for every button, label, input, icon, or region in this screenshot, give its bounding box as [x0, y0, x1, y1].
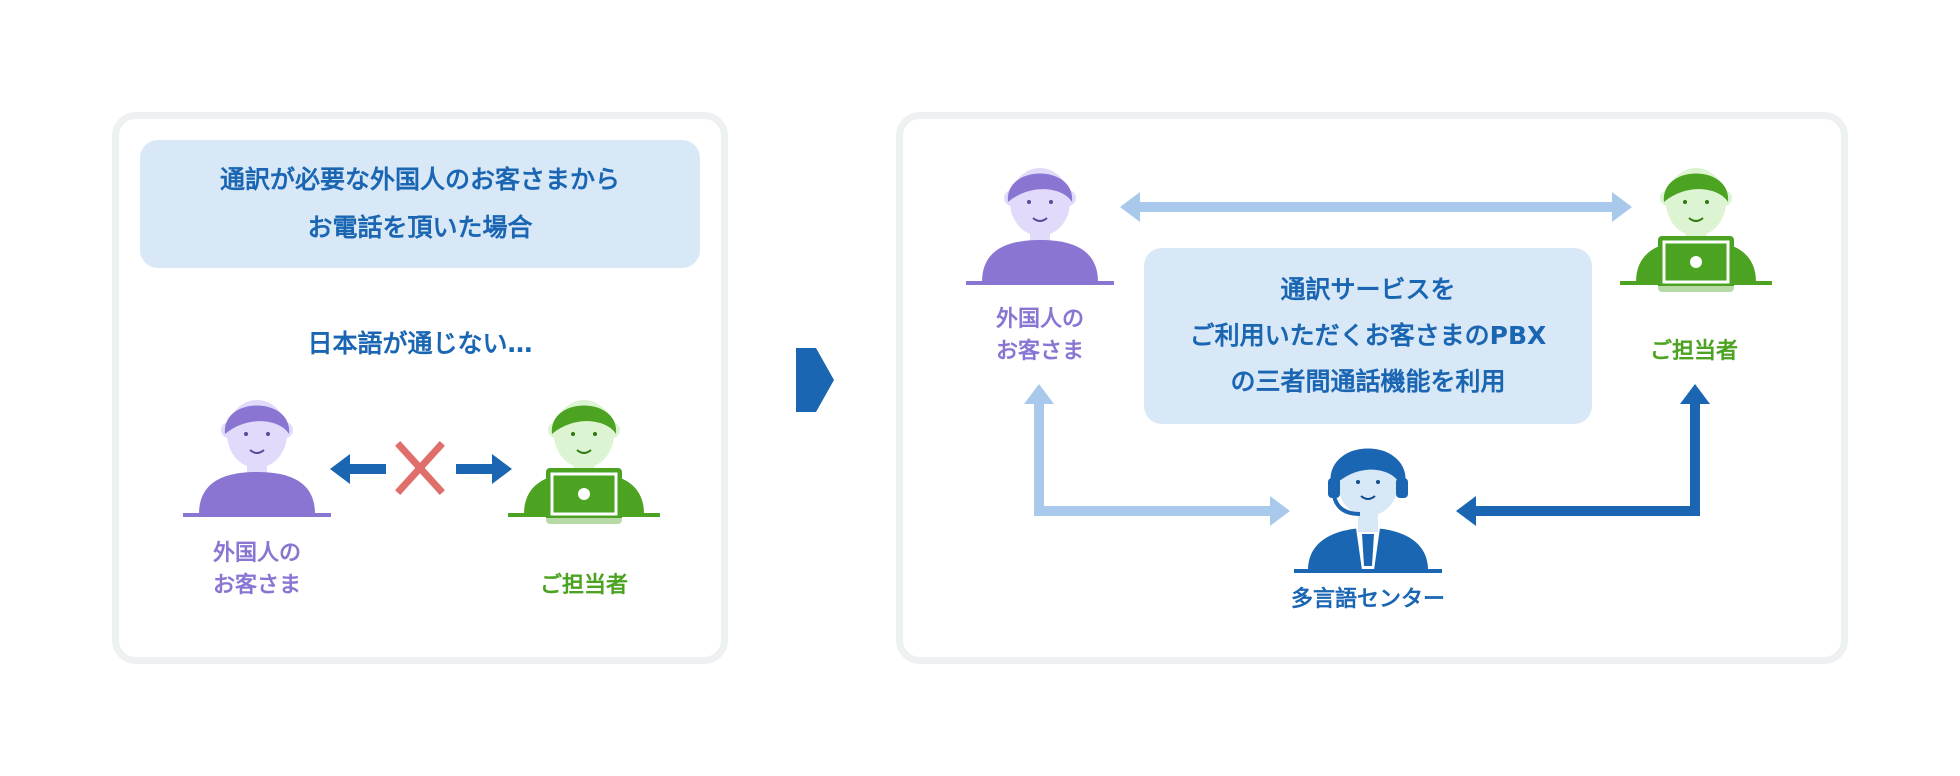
after-staff-label: ご担当者	[1649, 339, 1739, 364]
problem-text: 日本語が通じない…	[307, 329, 533, 358]
after-callout: 通訳サービスを ご利用いただくお客さまのPBX の三者間通話機能を利用	[1144, 248, 1592, 424]
after-customer-label-line2: お客さま	[995, 339, 1085, 364]
before-callout-line1: 通訳が必要な外国人のお客さまから	[219, 165, 620, 194]
center-label: 多言語センター	[1290, 587, 1446, 612]
before-customer-label-line2: お客さま	[212, 573, 302, 598]
after-customer-label: 外国人の お客さま	[996, 304, 1084, 368]
before-callout-line2: お電話を頂いた場合	[307, 213, 533, 242]
after-callout-line1: 通訳サービスを	[1280, 275, 1456, 304]
before-staff-label: ご担当者	[539, 573, 629, 598]
after-callout-line3: の三者間通話機能を利用	[1230, 367, 1506, 396]
before-callout: 通訳が必要な外国人のお客さまから お電話を頂いた場合	[140, 140, 700, 268]
after-callout-line2: ご利用いただくお客さまのPBX	[1189, 321, 1547, 350]
after-customer-label-line1: 外国人の	[995, 307, 1085, 332]
before-customer-label-line1: 外国人の	[212, 541, 302, 566]
before-customer-label: 外国人の お客さま	[213, 538, 301, 602]
chevron-right-icon	[796, 348, 834, 412]
